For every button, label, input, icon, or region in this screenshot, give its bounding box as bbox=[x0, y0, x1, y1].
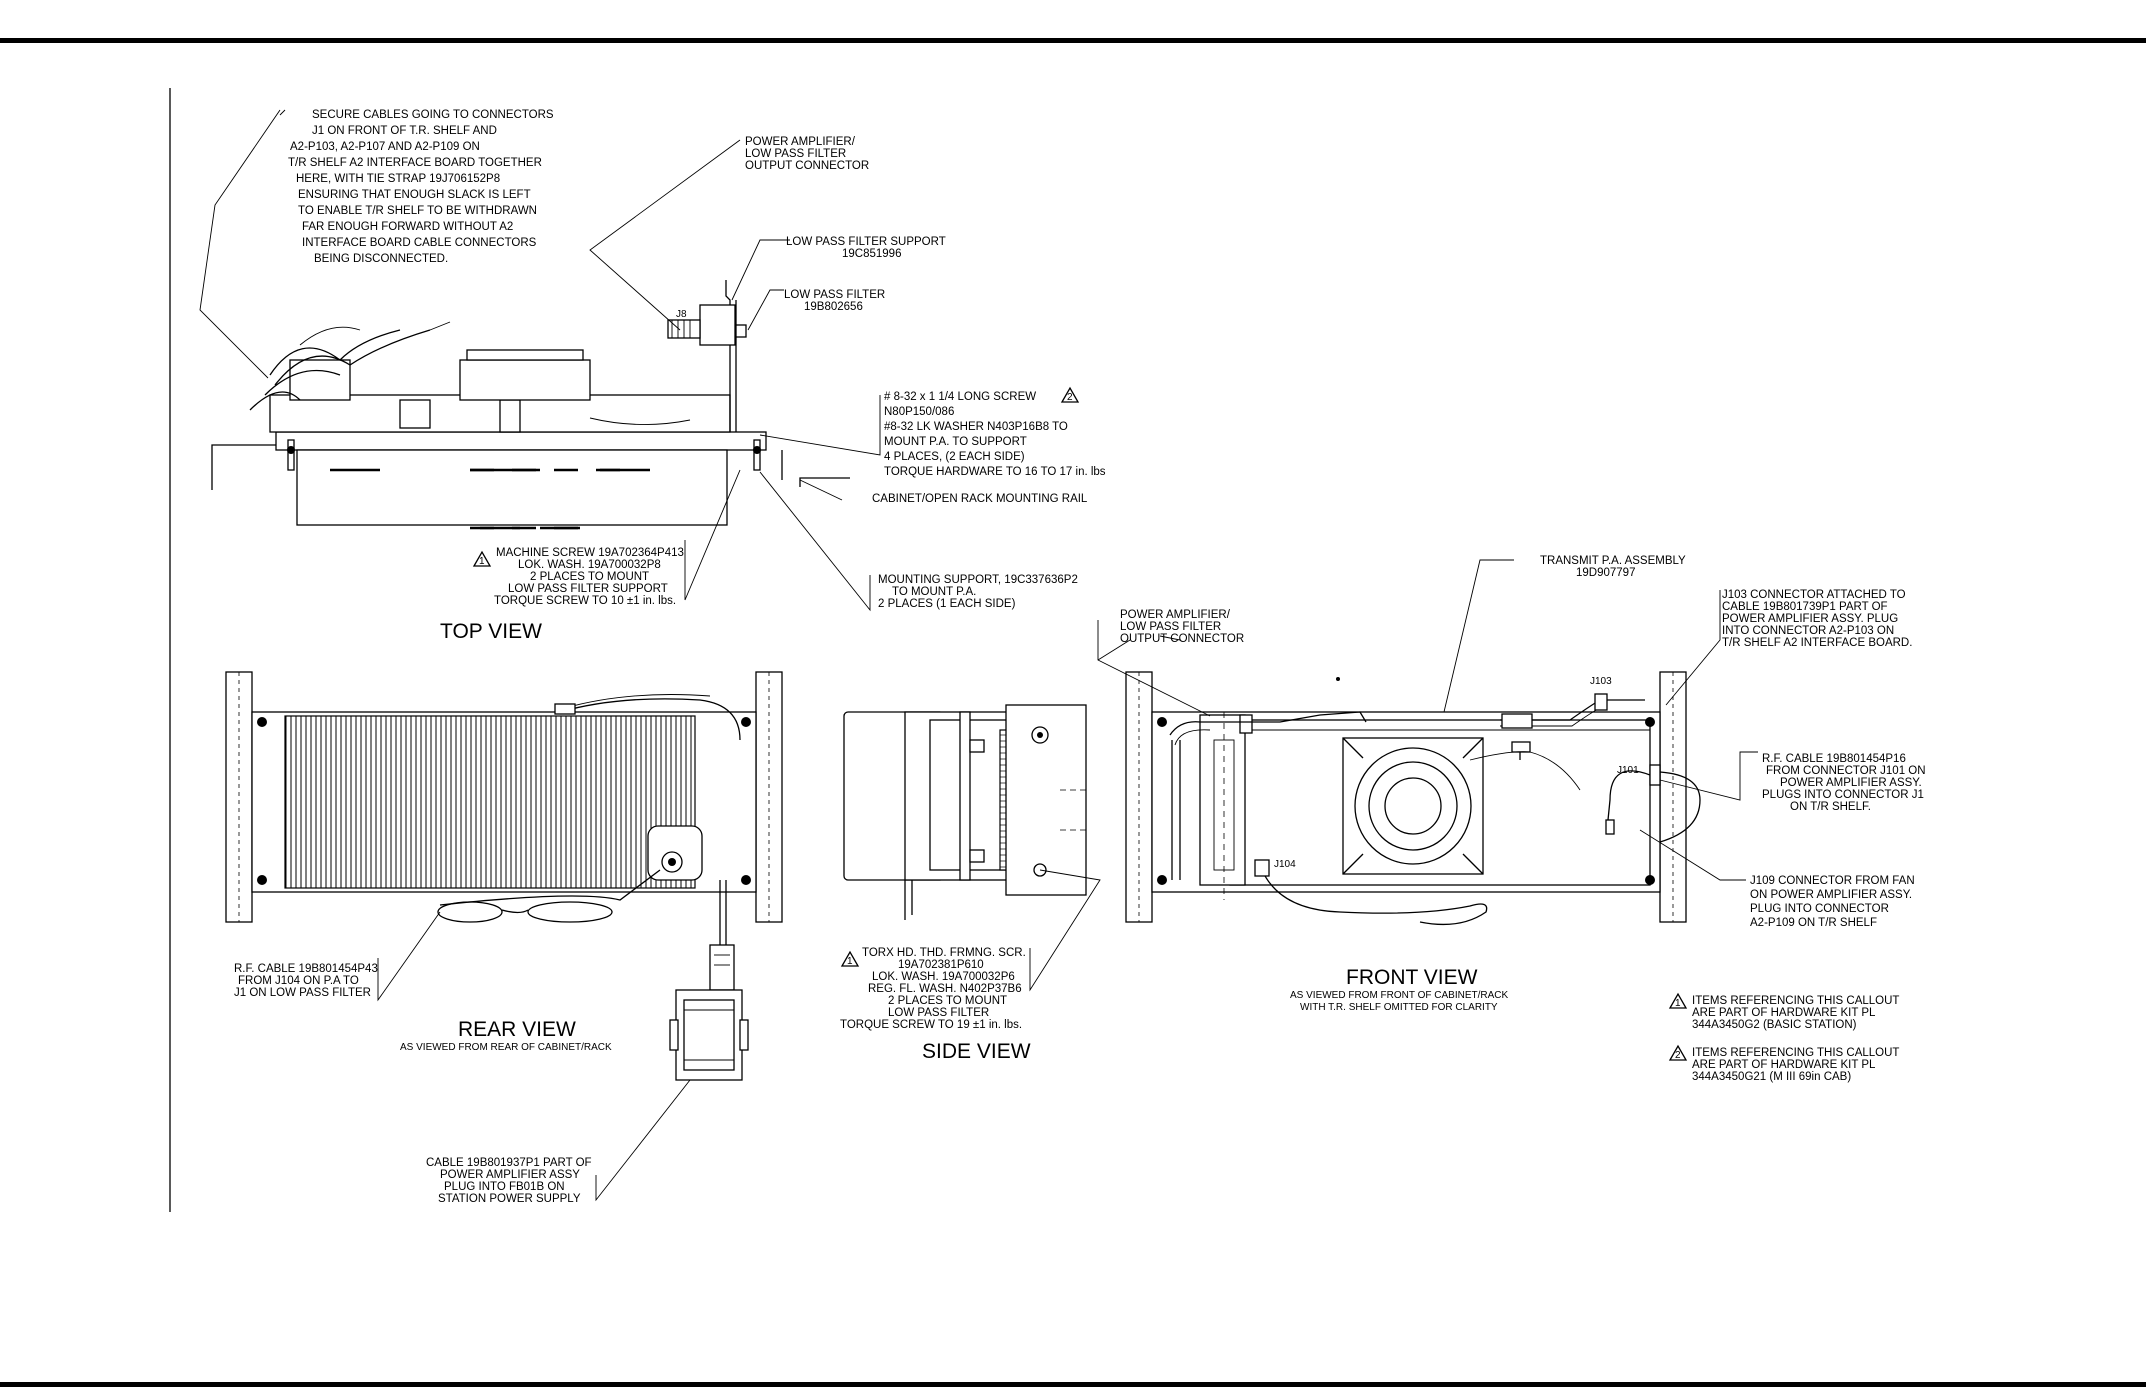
top-view-low-pass-filter bbox=[699, 304, 736, 346]
front-view-j103-label: J103 bbox=[1590, 676, 1612, 687]
legend-mark-2: 2 bbox=[1668, 1044, 1688, 1061]
rear-view-subtitle: AS VIEWED FROM REAR OF CABINET/RACK bbox=[400, 1042, 612, 1053]
note-screw-hardware: # 8-32 x 1 1/4 LONG SCREW N80P150/086 #8… bbox=[884, 391, 1106, 478]
svg-text:1: 1 bbox=[1675, 998, 1681, 1009]
side-view-title: SIDE VIEW bbox=[922, 1040, 1031, 1063]
callout-legend: 1 ITEMS REFERENCING THIS CALLOUT ARE PAR… bbox=[1668, 992, 1902, 1083]
note-rear-rf-cable: R.F. CABLE 19B801454P43 FROM J104 ON P.A… bbox=[234, 963, 381, 999]
front-view: J104 J103 J101 POWER AMPLIFIER/ LOW PASS… bbox=[1097, 555, 1929, 1013]
front-view-j104-label: J104 bbox=[1274, 859, 1296, 870]
note-front-rf-cable: R.F. CABLE 19B801454P16 FROM CONNECTOR J… bbox=[1762, 753, 1929, 813]
top-view-heatsink bbox=[296, 449, 728, 526]
note-power-cable: CABLE 19B801937P1 PART OF POWER AMPLIFIE… bbox=[426, 1157, 595, 1205]
note-pa-output-connector-front: POWER AMPLIFIER/ LOW PASS FILTER OUTPUT … bbox=[1120, 609, 1244, 645]
top-view-title: TOP VIEW bbox=[440, 620, 542, 643]
top-view-left-rail bbox=[211, 435, 285, 490]
front-view-low-pass-filter bbox=[1199, 714, 1246, 886]
note-transmit-pa: TRANSMIT P.A. ASSEMBLY 19D907797 bbox=[1540, 555, 1689, 579]
note-lpf: LOW PASS FILTER 19B802656 bbox=[784, 289, 888, 313]
front-view-right-rail bbox=[1659, 671, 1687, 923]
note-lpf-support: LOW PASS FILTER SUPPORT 19C851996 bbox=[786, 236, 949, 260]
bottom-border-rule bbox=[0, 1382, 2146, 1387]
top-view-j8-label: J8 bbox=[676, 309, 687, 320]
rear-view-heatsink-fins bbox=[284, 715, 696, 889]
front-view-title: FRONT VIEW bbox=[1346, 966, 1478, 989]
svg-text:1: 1 bbox=[479, 556, 485, 567]
legend-item-basic-station: ITEMS REFERENCING THIS CALLOUT ARE PART … bbox=[1692, 995, 1902, 1031]
top-view: J8 SECURE CABLES GOING TO CONNECTORS J1 … bbox=[199, 109, 1106, 643]
note-machine-screw: MACHINE SCREW 19A702364P413 LOK. WASH. 1… bbox=[494, 547, 687, 607]
side-view: 1 TORX HD. THD. FRMNG. SCR. 19A702381P61… bbox=[840, 704, 1101, 1063]
top-view-mount-plate bbox=[275, 431, 767, 451]
machine-screw-callout-mark-1: 1 bbox=[472, 550, 492, 567]
top-view-fan-housing bbox=[459, 359, 591, 401]
note-secure-cables: SECURE CABLES GOING TO CONNECTORS J1 ON … bbox=[288, 109, 557, 265]
rear-view-left-rail bbox=[225, 671, 253, 923]
rear-view: R.F. CABLE 19B801454P43 FROM J104 ON P.A… bbox=[225, 671, 783, 1205]
note-j109-connector: J109 CONNECTOR FROM FAN ON POWER AMPLIFI… bbox=[1750, 875, 1918, 929]
note-mounting-rail: CABINET/OPEN RACK MOUNTING RAIL bbox=[872, 493, 1088, 505]
rear-view-right-rail bbox=[755, 671, 783, 923]
front-view-left-rail bbox=[1125, 671, 1153, 923]
svg-text:2: 2 bbox=[1675, 1050, 1681, 1061]
note-torx-screw: TORX HD. THD. FRMNG. SCR. 19A702381P610 … bbox=[840, 947, 1029, 1031]
legend-item-cabinet: ITEMS REFERENCING THIS CALLOUT ARE PART … bbox=[1692, 1047, 1902, 1083]
torx-callout-mark-1: 1 bbox=[840, 950, 860, 967]
rear-view-title: REAR VIEW bbox=[458, 1018, 576, 1041]
note-j103-connector: J103 CONNECTOR ATTACHED TO CABLE 19B8017… bbox=[1722, 589, 1912, 649]
screw-callout-mark-2: 2 bbox=[1060, 386, 1080, 403]
front-view-subtitle: AS VIEWED FROM FRONT OF CABINET/RACK WIT… bbox=[1290, 990, 1511, 1013]
svg-text:2: 2 bbox=[1067, 392, 1073, 403]
top-view-right-rail bbox=[799, 477, 850, 487]
note-pa-output-connector-top: POWER AMPLIFIER/ LOW PASS FILTER OUTPUT … bbox=[745, 136, 869, 172]
legend-mark-1: 1 bbox=[1668, 992, 1688, 1009]
svg-text:1: 1 bbox=[847, 956, 853, 967]
top-border-rule bbox=[0, 38, 2146, 43]
note-mounting-support: MOUNTING SUPPORT, 19C337636P2 TO MOUNT P… bbox=[878, 574, 1081, 610]
